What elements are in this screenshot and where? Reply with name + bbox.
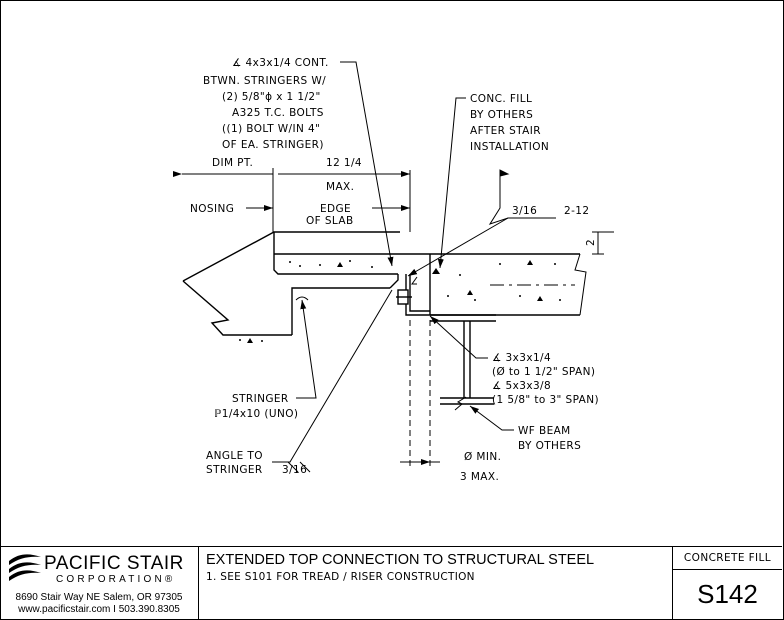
callout-angle-line: (Ø to 1 1/2" SPAN) [492, 366, 595, 378]
callout-angle-cont-line: OF EA. STRINGER) [222, 139, 324, 151]
callout-conc-fill-line: CONC. FILL [470, 93, 532, 105]
sheet-info-block: CONCRETE FILL S142 [673, 547, 782, 619]
angle-to-stringer-label: STRINGER [206, 464, 263, 476]
nosing-label: NOSING [190, 203, 234, 215]
callout-angle-line: ∡ 3x3x1/4 [492, 352, 551, 364]
callout-angle-cont: ∡ 4x3x1/4 CONT. BTWN. STRINGERS W/ (2) 5… [203, 57, 329, 151]
company-web: www.pacificstair.com I 503.390.8305 [18, 604, 180, 615]
detail-drawing: ∡ 4x3x1/4 CONT. BTWN. STRINGERS W/ (2) 5… [173, 57, 614, 483]
title-block: PACIFIC STAIR CORPORATION® 8690 Stair Wa… [0, 546, 782, 619]
callout-angle-cont-line: A325 T.C. BOLTS [232, 107, 324, 119]
drawing-title: EXTENDED TOP CONNECTION TO STRUCTURAL ST… [206, 552, 595, 568]
drawing-category: CONCRETE FILL [673, 547, 782, 570]
wf-beam-label: WF BEAM [518, 425, 571, 437]
callout-angle-cont-line: ((1) BOLT W/IN 4" [222, 123, 320, 135]
callout-angle-cont-line: (2) 5/8"ϕ x 1 1/2" [222, 91, 321, 103]
dim-max-label: MAX. [326, 181, 354, 193]
weld-316-label: 3/16 [282, 464, 307, 476]
company-address: 8690 Stair Way NE Salem, OR 97305 [15, 592, 183, 603]
pacific-stair-logo-icon [9, 554, 41, 581]
max-dim-label: 3 MAX. [460, 471, 499, 483]
weld-symbol-label: 3/16 [512, 205, 537, 217]
wf-beam-label: BY OTHERS [518, 440, 581, 452]
angle-to-stringer-label: ANGLE TO [206, 450, 263, 462]
callout-angle-3x3: ∡ 3x3x1/4 (Ø to 1 1/2" SPAN) ∡ 5x3x3/8 (… [492, 352, 599, 406]
slab-dim-label: 2 [585, 239, 597, 246]
min-dim-label: Ø MIN. [464, 451, 501, 463]
leader-lines [272, 61, 614, 473]
stair-stringer [182, 231, 400, 336]
callout-conc-fill: CONC. FILL BY OTHERS AFTER STAIR INSTALL… [470, 93, 549, 153]
drawing-note: 1. SEE S101 FOR TREAD / RISER CONSTRUCTI… [206, 571, 475, 583]
dim-pt-label: DIM PT. [212, 157, 253, 169]
company-corporation: CORPORATION® [56, 574, 176, 585]
stringer-size-label: ℙ1/4x10 (UNO) [214, 408, 298, 420]
callout-conc-fill-line: BY OTHERS [470, 109, 533, 121]
sheet-number: S142 [697, 579, 758, 609]
callout-angle-cont-line: ∡ 4x3x1/4 CONT. [232, 57, 329, 69]
edge-of-slab-label: OF SLAB [306, 215, 354, 227]
stringer-label: STRINGER [232, 393, 289, 405]
edge-of-slab-label: EDGE [320, 203, 351, 215]
callout-angle-line: ∡ 5x3x3/8 [492, 380, 551, 392]
callout-conc-fill-line: INSTALLATION [470, 141, 549, 153]
callout-angle-line: (1 5/8" to 3" SPAN) [492, 394, 599, 406]
wf-beam [430, 314, 496, 411]
callout-conc-fill-line: AFTER STAIR [470, 125, 541, 137]
drawing-title-block: EXTENDED TOP CONNECTION TO STRUCTURAL ST… [199, 547, 673, 619]
weld-length-label: 2-12 [564, 205, 589, 217]
dim-12-label: 12 1/4 [326, 157, 362, 169]
company-logo-block: PACIFIC STAIR CORPORATION® 8690 Stair Wa… [0, 547, 199, 619]
callout-angle-cont-line: BTWN. STRINGERS W/ [203, 75, 326, 87]
dimension-lines [173, 168, 604, 470]
connection-angle [396, 274, 430, 316]
company-name: PACIFIC STAIR [44, 553, 184, 574]
